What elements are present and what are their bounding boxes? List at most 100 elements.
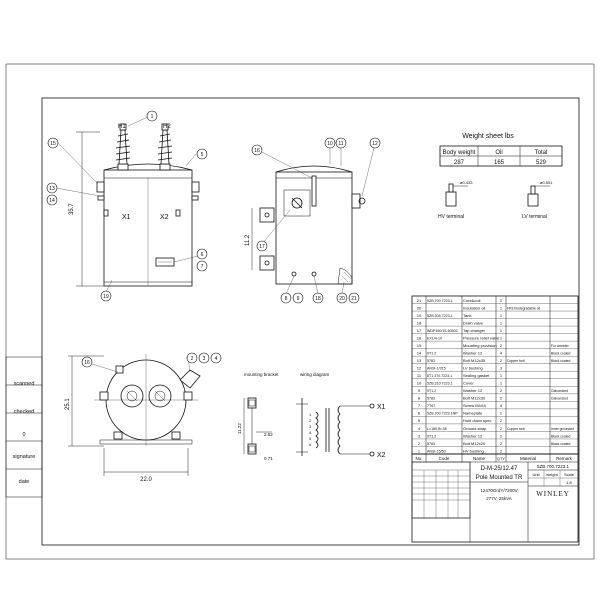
bom-cell: 20 [417, 305, 422, 310]
lv-terminal-label: LV terminal [522, 214, 547, 220]
bom-cell: 13 [417, 358, 422, 363]
wiring-diagram: wiring diagram 1 2 3 4 5 6 X1 X2 [296, 372, 386, 459]
side-label-signature: signature [13, 454, 36, 460]
bom-cell: 8T1.370.7223.1 [427, 374, 452, 378]
top-view: 22.0 25.1 [65, 354, 201, 483]
bom-cell: 7T67 [427, 404, 435, 408]
mounting-bracket-detail: mounting bracket 11.22 2.52 0.71 [237, 372, 279, 461]
svg-text:7: 7 [201, 264, 204, 270]
bom-cell: 2 [500, 388, 503, 393]
bom-cell: Sealing gasket [463, 373, 490, 378]
bom-cell: 9 [418, 388, 421, 393]
bom-cell: Washer 12 [463, 388, 483, 393]
svg-text:16: 16 [254, 148, 260, 154]
title-scale-label: Scale [564, 472, 575, 477]
bom-cell: 4 [418, 426, 421, 431]
bom-cell: Copper bolt [507, 359, 525, 363]
bom-cell: 7 [418, 403, 421, 408]
bom-cell: Inner grounded [551, 427, 574, 431]
mounting-bracket-title: mounting bracket [244, 372, 279, 377]
bom-cell: 2 [500, 433, 503, 438]
bom-cell: 5ZB.304.7223.1 [427, 314, 453, 318]
weight-header-total: Total [535, 150, 548, 156]
hv-bushing-h2 [157, 123, 173, 171]
bom-cell: 5ZB.700.7223.1 [427, 299, 453, 303]
svg-text:13: 13 [49, 186, 55, 192]
callout-5 [196, 148, 208, 160]
callout-9 [292, 292, 304, 304]
label-x2: X2 [160, 214, 169, 221]
bom-cell: Bolt M12x30 [463, 396, 486, 401]
bom-cell: 5ZB.700.7223.1NP [427, 412, 458, 416]
side-tank-body [275, 171, 353, 285]
side-label-revision: 0 [22, 432, 25, 438]
bom-cell: HV bushing [463, 448, 484, 453]
bom-cell: 2 [500, 448, 503, 453]
bom-header-no: No. [415, 456, 422, 461]
bom-cell: Drain valve [463, 320, 484, 325]
side-view: 11.2 [245, 165, 366, 285]
side-block: scanned checked 0 signature date [5, 356, 43, 498]
svg-text:20: 20 [339, 296, 345, 302]
bom-header-remark: Remark [556, 456, 573, 461]
title-model: D-M-25/12.47 [481, 466, 518, 472]
bom-cell: 9T1.2 [427, 389, 436, 393]
callout-2 [186, 352, 198, 364]
bom-cell: 2 [500, 418, 503, 423]
callout-1 [146, 110, 158, 122]
svg-text:4: 4 [215, 356, 218, 362]
title-scale-value: 1:8 [566, 480, 572, 485]
bom-cell: 21 [417, 298, 422, 303]
svg-text:2: 2 [191, 356, 194, 362]
bom-cell: 5783 [427, 397, 435, 401]
bom-cell: Washer 12 [463, 433, 483, 438]
top-width-dim: 22.0 [140, 477, 152, 483]
callout-10 [324, 137, 336, 149]
svg-text:6: 6 [201, 252, 204, 258]
wiring-label-x1: X1 [377, 404, 386, 411]
svg-text:16: 16 [84, 360, 90, 366]
bom-cell: 2 [500, 396, 503, 401]
bom-header-qty: QTY [497, 456, 506, 461]
bom-cell: Insulation oil [463, 305, 485, 310]
bom-cell: 4 [500, 351, 503, 356]
bom-header-code: Code [439, 456, 450, 461]
bom-cell: Black coated [551, 442, 571, 446]
label-h2: H2 [163, 124, 171, 130]
bom-cell: 1 [500, 381, 503, 386]
front-view: H1 H2 X1 X2 35.7 [69, 123, 200, 287]
bom-cell: 1 [500, 305, 503, 310]
title-voltage: 12470GrdY/7200V [480, 488, 517, 493]
bom-header-material: Material [520, 456, 536, 461]
hv-terminal-label: HV terminal [438, 214, 464, 220]
callout-20 [336, 292, 348, 304]
side-label-checked: checked [14, 409, 35, 415]
title-weight-label: weight [546, 472, 558, 477]
bom-cell: ANSI-15/50 [427, 449, 446, 453]
bom-cell: 15 [417, 343, 422, 348]
bom-cell: 6 [418, 411, 421, 416]
tap-5: 5 [309, 436, 312, 441]
callout-6 [196, 248, 208, 260]
bom-cell: WDP160/15-6050C [427, 329, 459, 333]
callout-bubbles: 1 5 15 13 14 6 7 19 16 10 11 12 [46, 110, 381, 373]
bom-cell: Core&coil [463, 298, 480, 303]
bom-cell: 3 [500, 366, 503, 371]
bom-cell: 1 [500, 373, 503, 378]
title-doc-no: 5ZB.700.7223.1 [537, 464, 570, 469]
tap-2: 2 [309, 418, 312, 423]
bom-cell: 2 [418, 441, 421, 446]
lv-terminal-detail: ø0.551 LV terminal [522, 180, 553, 220]
bom-cell: EX1/4-10 [427, 336, 442, 340]
bom-cell: 1 [500, 328, 503, 333]
svg-text:18: 18 [315, 296, 321, 302]
weight-value-body: 287 [454, 160, 465, 166]
top-depth-dim: 25.1 [65, 398, 71, 410]
callout-12 [369, 137, 381, 149]
